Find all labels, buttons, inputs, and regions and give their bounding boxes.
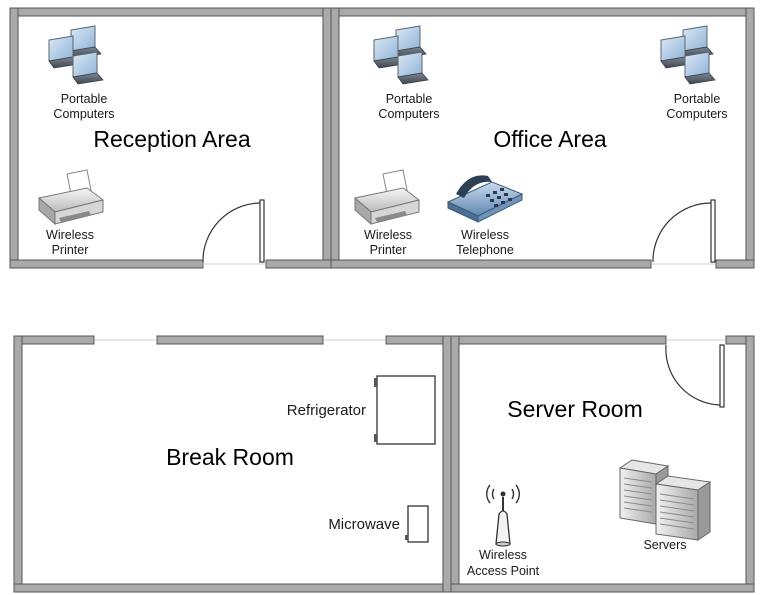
door-server [665,344,725,408]
microwave-label: Microwave [328,516,400,533]
wall-segment [322,7,332,269]
reception-printer-label-2: Printer [52,243,89,257]
wall-segment [450,583,755,593]
servers-icon [618,459,712,541]
refrigerator-label: Refrigerator [287,402,366,419]
wall-segment [745,335,755,593]
wall-segment [745,7,755,269]
reception-printer-label-1: Wireless [46,228,94,242]
access-point-label-2: Access Point [467,564,540,578]
room-title-reception: Reception Area [93,126,250,152]
printer-icon [354,169,420,225]
office-computers-left-label-1: Portable [386,92,433,106]
wall-segment [330,259,652,269]
reception-computers-label-1: Portable [61,92,108,106]
wall-segment [330,7,755,17]
wall-segment [13,583,445,593]
portable-computers-icon [660,25,716,85]
wall-segment [13,335,23,593]
printer-icon [38,169,104,225]
portable-computers-icon [373,25,429,85]
telephone-icon [446,175,524,223]
reception-computers-label-2: Computers [53,107,114,121]
wall-segment [265,259,332,269]
wall-segment [442,335,452,593]
wall-segment [330,7,340,269]
walls [9,7,755,593]
wireless-access-point-icon [486,484,520,547]
wall-segment [13,335,95,345]
door-office [652,199,716,263]
door-reception [202,199,265,263]
wall-segment [9,7,19,269]
wall-segment [715,259,755,269]
wall-segment [385,335,447,345]
room-title-server: Server Room [507,396,642,422]
office-telephone-label-1: Wireless [461,228,509,242]
office-printer-label-1: Wireless [364,228,412,242]
office-computers-left-label-2: Computers [378,107,439,121]
office-printer-label-2: Printer [370,243,407,257]
refrigerator-icon [374,375,436,445]
wall-segment [156,335,324,345]
office-computers-right-label-1: Portable [674,92,721,106]
room-title-office: Office Area [493,126,607,152]
office-telephone-label-2: Telephone [456,243,514,257]
microwave-icon [405,505,429,543]
wall-segment [9,7,332,17]
wall-segment [450,335,460,593]
wall-segment [450,335,667,345]
office-computers-right-label-2: Computers [666,107,727,121]
wall-segment [9,259,204,269]
room-title-break: Break Room [166,444,294,470]
access-point-label-1: Wireless [479,548,527,562]
servers-label: Servers [643,538,686,552]
portable-computers-icon [48,25,104,85]
